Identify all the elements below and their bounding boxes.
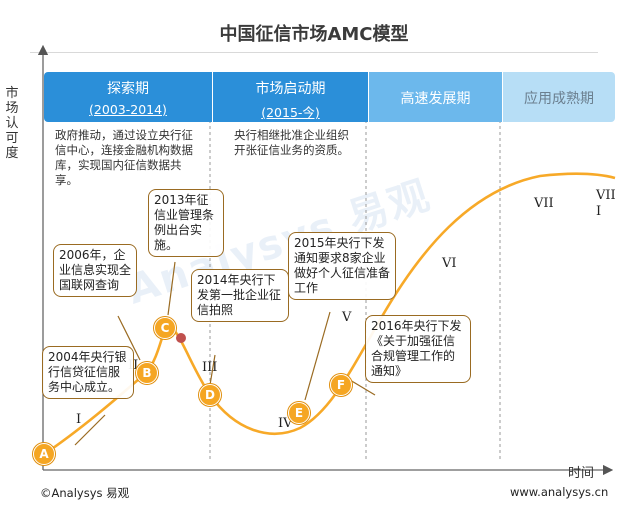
callout-c: 2013年征信业管理条例出台实施。	[148, 189, 224, 257]
stage-label: I	[76, 412, 82, 427]
title-divider	[30, 52, 598, 53]
phase-period: (2015-今)	[261, 105, 320, 120]
page-title: 中国征信市场AMC模型	[219, 24, 409, 45]
callout-e: 2015年央行下发通知要求8家企业做好个人征信准备工作	[288, 232, 396, 300]
x-axis-label: 时间	[568, 466, 595, 481]
marker-d: D	[199, 384, 221, 406]
marker-b: B	[136, 362, 158, 384]
phase-header-mature: 应用成熟期	[503, 72, 615, 122]
phase-description-launch: 央行相继批准企业组织开张征信业务的资质。	[234, 128, 349, 157]
callout-c-pointer	[167, 261, 176, 316]
marker-e: E	[288, 402, 310, 424]
marker-c: C	[154, 317, 176, 339]
phase-header-exploration: 探索期 (2003-2014)	[44, 72, 212, 122]
callout-d-pointer	[209, 354, 216, 386]
marker-f: F	[330, 374, 352, 396]
callout-e-pointer	[304, 311, 331, 401]
callout-f-pointer	[349, 379, 376, 396]
callout-b-pointer	[117, 315, 141, 361]
phase-description-exploration: 政府推动，通过设立央行征信中心，连接金融机构数据库，实现国内征信数据共享。	[55, 128, 193, 187]
footer-copyright: ©Analysys 易观	[40, 486, 130, 500]
stage-label: V	[342, 310, 352, 325]
stage-label: VI	[442, 256, 457, 271]
phase-header-growth: 高速发展期	[369, 72, 502, 122]
callout-a-pointer	[74, 414, 106, 446]
footer-url: www.analysys.cn	[510, 485, 609, 499]
callout-a: 2004年央行银行信贷征信服务中心成立。	[42, 346, 134, 399]
callout-d: 2014年央行下发第一批企业征信拍照	[191, 269, 289, 322]
phase-header-launch: 市场启动期 (2015-今)	[213, 72, 368, 122]
marker-a: A	[33, 443, 55, 465]
stage-label: IV	[278, 416, 293, 431]
stage-label: VII	[534, 196, 554, 211]
stage-label: III	[202, 360, 218, 375]
phase-name: 应用成熟期	[524, 91, 594, 107]
stage-label: VIII	[596, 188, 616, 219]
phase-name: 高速发展期	[400, 91, 471, 107]
callout-f: 2016年央行下发《关于加强征信合规管理工作的通知》	[365, 315, 471, 383]
callout-b: 2006年，企业信息实现全国联网查询	[53, 244, 137, 297]
phase-name: 市场启动期	[255, 81, 326, 97]
phase-period: (2003-2014)	[89, 102, 167, 117]
phase-name: 探索期	[107, 81, 149, 97]
milestone-dot	[176, 333, 186, 343]
y-axis-label: 市场认可度	[5, 86, 19, 161]
